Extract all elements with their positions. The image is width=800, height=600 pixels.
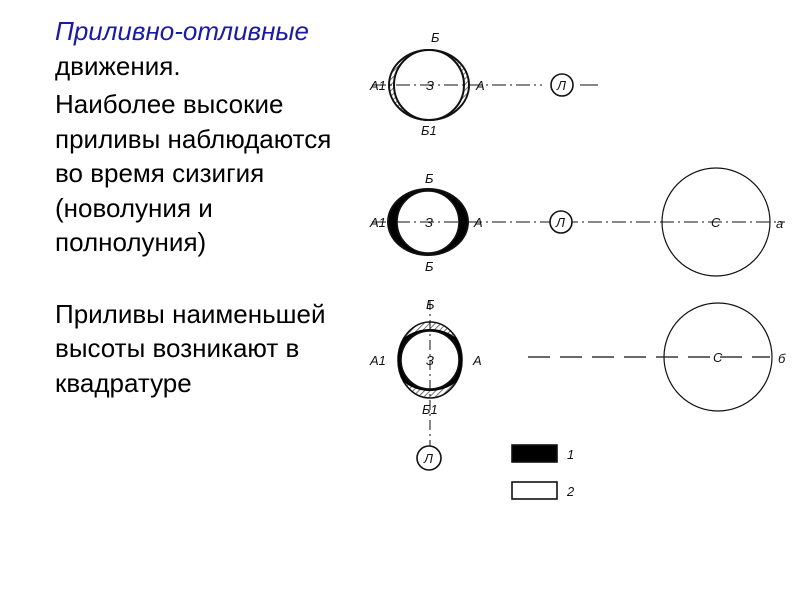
row3-sun: С б — [663, 302, 786, 412]
heading-accent: Приливно-отливные — [55, 16, 310, 46]
row2-moon-label: Л — [555, 215, 565, 230]
row1-moon: Л — [550, 73, 574, 97]
legend-label-1: 1 — [567, 447, 574, 462]
paragraph-neap-tides: Приливы наименьшей высоты возникают в кв… — [55, 298, 326, 398]
heading-rest: движения. — [55, 50, 181, 81]
row1-moon-circle — [550, 73, 574, 97]
row3-label-center: З — [426, 353, 434, 368]
row2-sun-circle — [661, 167, 771, 277]
row1-label-right: А — [475, 78, 485, 93]
row3-moon: Л — [416, 445, 442, 471]
row2-sun: С а — [661, 167, 783, 277]
row2-sun-label: С — [711, 215, 721, 230]
row2-earth: Б Б А1 З А — [369, 171, 785, 274]
row3-moon-circle — [416, 445, 442, 471]
row1-label-bottom: Б1 — [421, 123, 437, 138]
row2-label-center: З — [425, 215, 433, 230]
row3-sun-label: С — [713, 350, 723, 365]
heading: Приливно-отливные движения. — [55, 14, 365, 83]
text-column: Приливно-отливные движения. Наиболее выс… — [55, 14, 365, 400]
row1-label-top: Б — [431, 30, 440, 45]
row3-label-top: Б — [426, 297, 435, 312]
row1-label-center: З — [426, 78, 434, 93]
paragraph-spring-tides: Наиболее высокие приливы наблюдаются во … — [55, 89, 332, 257]
row2-label-bottom: Б — [425, 259, 434, 274]
row3-label-right: А — [472, 353, 482, 368]
legend-swatch-1 — [511, 444, 558, 463]
row3-moon-label: Л — [423, 451, 433, 466]
row2-label-left: А1 — [369, 215, 386, 230]
row2-moon-circle — [549, 210, 573, 234]
row2-marker-label: а — [776, 216, 783, 231]
legend-swatch-2 — [511, 481, 558, 500]
legend-label-2: 2 — [566, 484, 575, 499]
row2-label-top: Б — [425, 171, 434, 186]
row3-earth: Б Б1 А1 З А — [369, 297, 770, 448]
row1-earth: Б Б1 А1 З А — [369, 30, 598, 138]
row2-label-right: А — [473, 215, 483, 230]
legend: 1 2 — [511, 444, 575, 500]
row3-label-left: А1 — [369, 353, 386, 368]
row1-label-left: А1 — [369, 78, 386, 93]
row3-sun-circle — [663, 302, 773, 412]
row2-moon: Л — [549, 210, 573, 234]
row3-marker-label: б — [778, 351, 786, 366]
row1-moon-label: Л — [556, 78, 566, 93]
row3-label-bottom: Б1 — [422, 402, 438, 417]
